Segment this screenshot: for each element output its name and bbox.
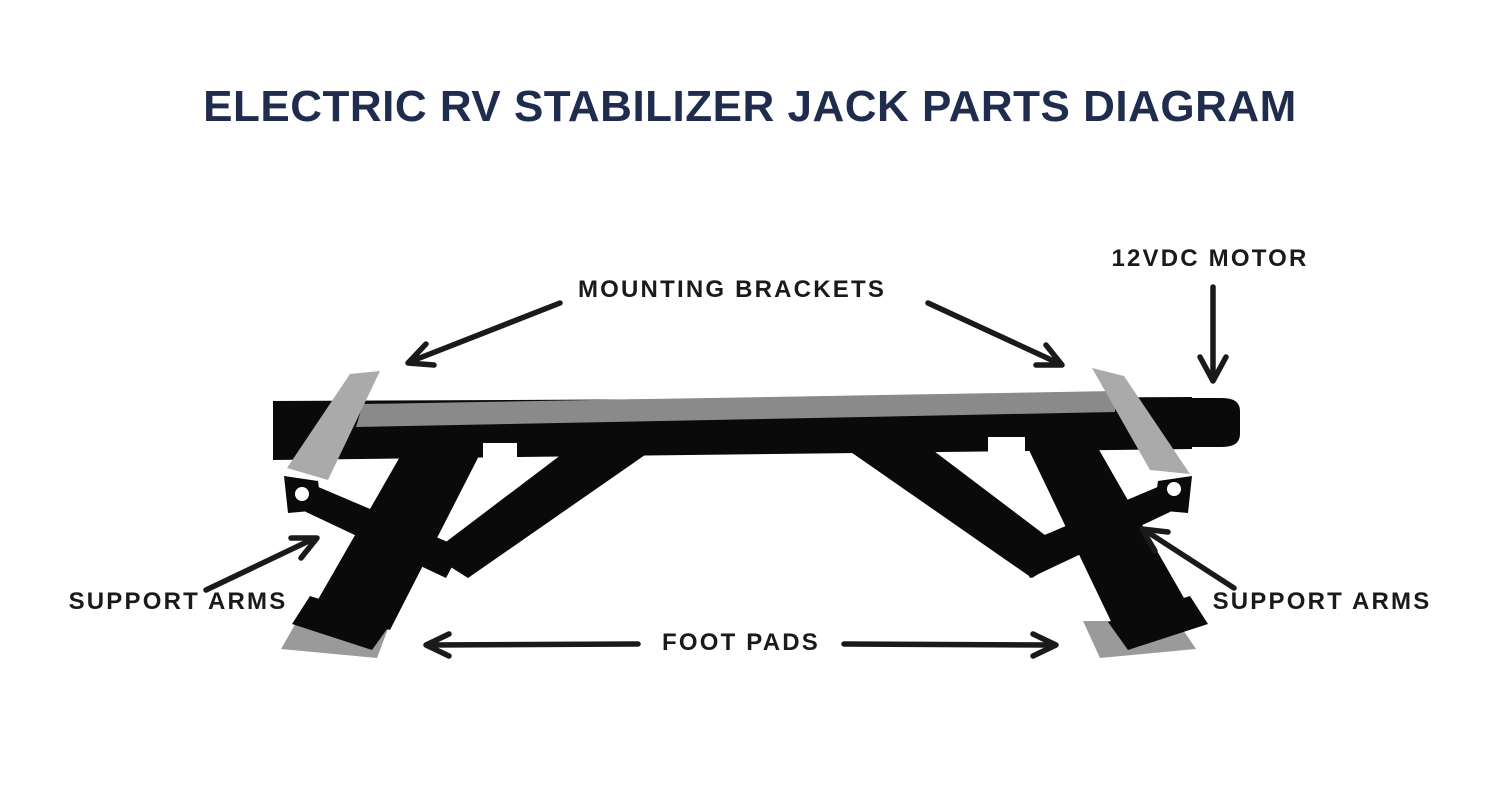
label-foot-pads: FOOT PADS — [661, 629, 821, 656]
support-arm-left — [291, 482, 462, 578]
label-support-arms-right: SUPPORT ARMS — [1212, 588, 1432, 615]
pivot-hole-right — [1167, 482, 1181, 496]
label-support-arms-left: SUPPORT ARMS — [68, 588, 288, 615]
arrow-foot-pads-right — [841, 631, 1059, 659]
arrow-support-arms-left — [203, 535, 320, 593]
label-mounting-brackets: MOUNTING BRACKETS — [577, 276, 887, 303]
arrow-motor — [1197, 284, 1229, 384]
support-arm-right — [1014, 482, 1185, 578]
beam-notch-left — [483, 443, 517, 458]
arrow-mounting-brackets-right — [925, 300, 1065, 368]
leg-right — [1028, 448, 1192, 636]
leg-foot-right — [1108, 596, 1208, 650]
mounting-bracket-right — [1092, 368, 1190, 474]
strut-right — [845, 448, 1070, 578]
leg-assembly — [291, 448, 1208, 650]
arrow-support-arms-right — [1139, 526, 1237, 591]
label-12vdc-motor: 12VDC MOTOR — [1111, 245, 1309, 272]
mounting-bracket-left — [287, 371, 380, 480]
arrow-mounting-brackets-left — [405, 300, 563, 368]
page-title: ELECTRIC RV STABILIZER JACK PARTS DIAGRA… — [203, 82, 1297, 131]
arrow-foot-pads-left — [423, 631, 641, 659]
pivot-hole-left — [295, 487, 309, 501]
drive-rail — [356, 391, 1115, 427]
leg-foot-left — [292, 596, 392, 650]
strut-left — [430, 448, 655, 578]
motor-housing — [1150, 398, 1240, 447]
beam-notch-right — [988, 437, 1025, 452]
